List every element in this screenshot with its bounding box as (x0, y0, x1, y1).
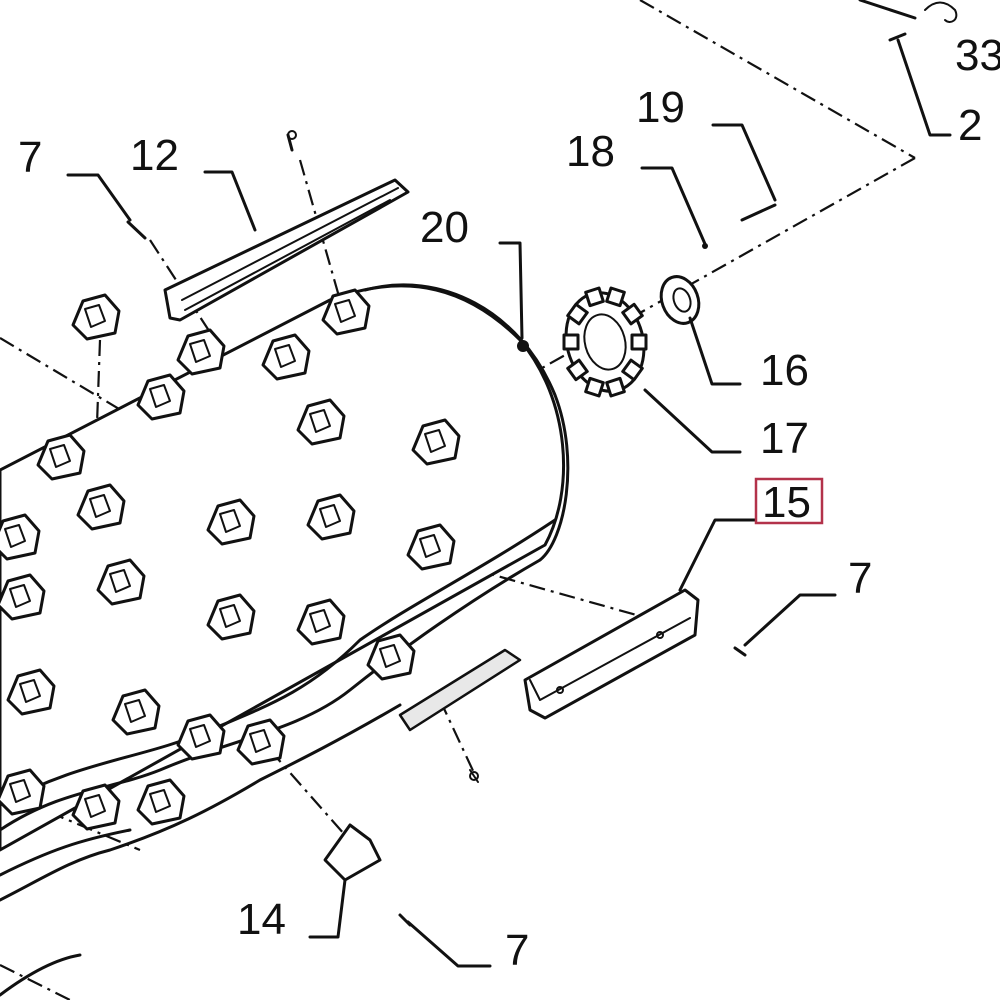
tooth (6, 668, 56, 716)
callout-15: 15 (762, 478, 811, 527)
part-12-wear-bar (163, 130, 410, 322)
tooth (76, 483, 126, 531)
bolt-7-upper (126, 220, 147, 240)
callout-12: 12 (130, 131, 179, 180)
mount-plate (398, 648, 522, 783)
upper-right-fragment (858, 0, 958, 137)
part-15-bar (523, 588, 747, 720)
part-16-washer (659, 275, 701, 325)
callout-16: 16 (760, 346, 809, 395)
callout-7-lower: 7 (505, 926, 529, 975)
tooth (296, 398, 346, 446)
sprocket-tooth (566, 358, 589, 382)
sprocket-tooth (621, 302, 644, 326)
callout-17: 17 (760, 414, 809, 463)
sprocket-tooth (621, 358, 644, 382)
sprocket-tooth (605, 286, 626, 308)
tooth (321, 288, 371, 336)
sprocket-tooth (630, 333, 648, 351)
tooth (236, 718, 286, 766)
tooth (136, 778, 186, 826)
tooth (366, 633, 416, 681)
tooth (0, 573, 46, 621)
part-14-bracket (323, 823, 412, 927)
tooth (0, 513, 41, 561)
tooth (296, 598, 346, 646)
sprocket-tooth (584, 376, 605, 398)
callout-2: 2 (958, 101, 982, 150)
drum-assembly (0, 283, 570, 997)
tooth (176, 328, 226, 376)
tooth (261, 333, 311, 381)
callout-7-upper: 7 (18, 133, 42, 182)
tooth (206, 498, 256, 546)
callout-7-right: 7 (848, 554, 872, 603)
tooth (96, 558, 146, 606)
callout-20: 20 (420, 203, 469, 252)
tooth (36, 433, 86, 481)
sprocket-tooth (566, 302, 589, 326)
tooth (411, 418, 461, 466)
tooth (71, 783, 121, 831)
part-17-sprocket (562, 286, 648, 398)
highlight-box (754, 477, 824, 525)
sprocket-tooth (584, 286, 605, 308)
callout-33: 33 (955, 31, 1000, 80)
sprocket-tooth (605, 376, 626, 398)
tooth (206, 593, 256, 641)
part-18-19-pin (702, 203, 777, 249)
sprocket-tooth (562, 333, 580, 351)
tooth (306, 493, 356, 541)
tooth (136, 373, 186, 421)
tooth (0, 768, 46, 816)
leader-lines (66, 123, 837, 968)
callout-labels: 7 12 20 18 19 33 2 16 17 15 7 14 7 (18, 31, 1000, 975)
part-20-nut (517, 340, 529, 352)
callout-19: 19 (636, 83, 685, 132)
drum-teeth (0, 288, 461, 831)
callout-18: 18 (566, 127, 615, 176)
tooth (176, 713, 226, 761)
tooth (71, 293, 121, 341)
callout-14: 14 (237, 895, 286, 944)
tooth (406, 523, 456, 571)
tooth (111, 688, 161, 736)
